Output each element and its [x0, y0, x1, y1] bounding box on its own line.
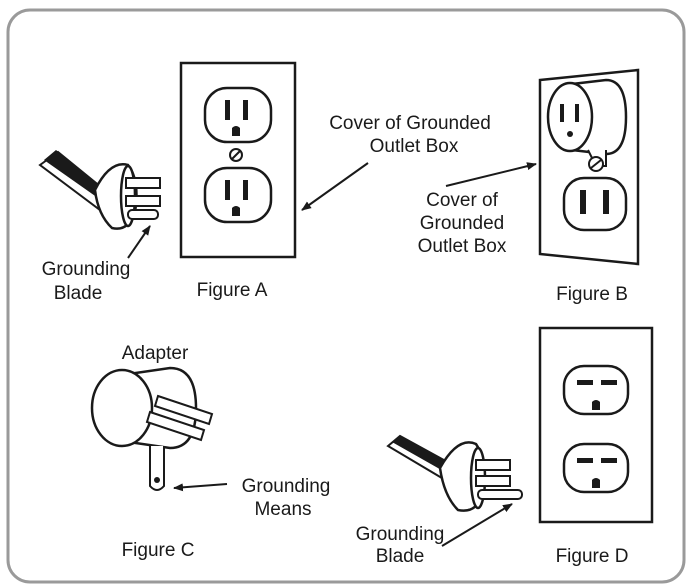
figure-a-plug — [38, 150, 161, 230]
figure-c-adapter — [90, 366, 214, 491]
figure-b-cover-label: Cover of — [426, 190, 499, 211]
figure-a-caption: Figure A — [197, 280, 268, 301]
figure-c-means-label-2: Means — [254, 499, 311, 520]
figure-a-grounding-pin — [127, 209, 159, 220]
figure-d-grounding-pin — [477, 489, 523, 500]
figure-d-prong-bottom — [475, 475, 511, 487]
figure-b-cover-arrow — [445, 162, 537, 187]
figure-b-cover-label-3: Outlet Box — [418, 236, 507, 257]
figure-d-plug — [386, 434, 523, 512]
figure-a-prong-bottom — [125, 195, 161, 207]
figure-c-adapter-label: Adapter — [122, 343, 189, 364]
figure-d-caption: Figure D — [556, 546, 629, 567]
figure-a: Grounding Blade Cover of Grounded Outlet… — [38, 61, 491, 304]
figure-b-caption: Figure B — [556, 284, 628, 305]
figure-b-adapter — [546, 78, 628, 167]
figure-a-cover-arrow — [301, 162, 369, 211]
figure-b-cover-label-2: Grounded — [420, 213, 505, 234]
figure-b-receptacle — [562, 176, 628, 232]
figure-d-outlet — [538, 326, 654, 524]
figure-d-blade-label: Grounding — [356, 524, 445, 545]
figure-d: Grounding Blade Figure D — [356, 326, 654, 567]
figure-d-prong-top — [475, 459, 511, 471]
figure-c-means-label: Grounding — [242, 476, 331, 497]
figure-c-means-arrow — [173, 483, 228, 492]
figure-a-cover-label: Cover of Grounded — [329, 113, 491, 134]
figure-c: Adapter Grounding Means Figure C — [90, 343, 331, 561]
figure-a-blade-label-2: Blade — [54, 283, 103, 304]
figure-b: Cover of Grounded Outlet Box Figure B — [418, 68, 640, 305]
figure-a-blade-arrow — [127, 225, 151, 259]
figure-a-outlet — [179, 61, 297, 259]
figure-a-cover-label-2: Outlet Box — [370, 136, 459, 157]
figure-d-blade-arrow — [441, 503, 513, 547]
figure-c-grounding-tab — [149, 446, 165, 491]
figure-a-prong-top — [125, 177, 161, 189]
figure-c-caption: Figure C — [122, 540, 195, 561]
figure-a-blade-label: Grounding — [42, 259, 131, 280]
figure-d-blade-label-2: Blade — [376, 546, 425, 567]
